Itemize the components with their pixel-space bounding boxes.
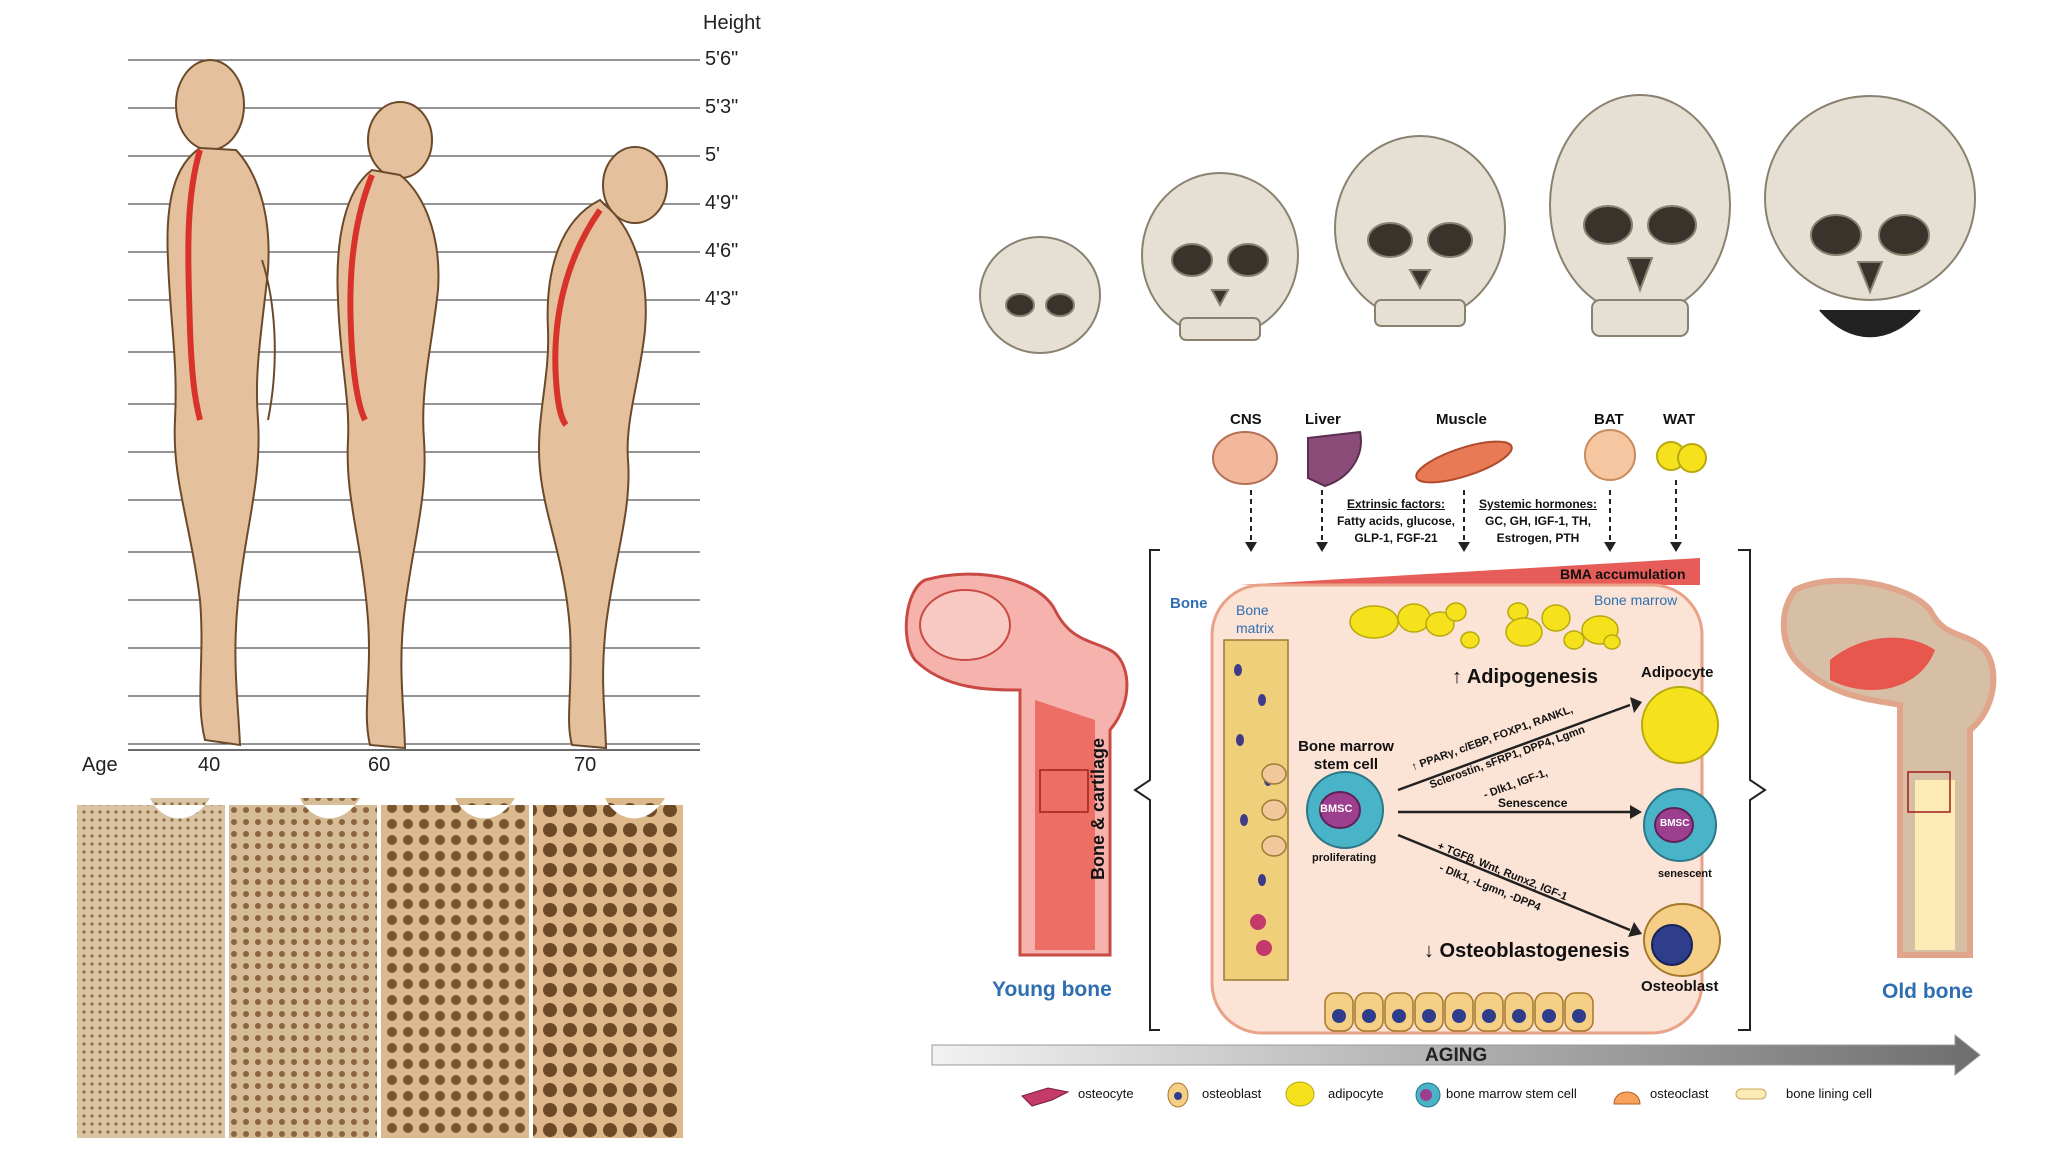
adipocyte-cell xyxy=(1641,686,1719,764)
height-tick-5-6: 5'6" xyxy=(705,48,739,70)
figure-age-40 xyxy=(166,59,276,747)
height-tick-4-3: 4'3" xyxy=(705,288,739,310)
legend-osteoclast-label: osteoclast xyxy=(1650,1086,1709,1101)
bone-panel-3 xyxy=(381,798,529,1138)
spine-60 xyxy=(347,173,375,422)
osteoblast-label: Osteoblast xyxy=(1641,978,1719,995)
differentiation-arrows xyxy=(1397,703,1631,932)
height-axis-title: Height xyxy=(703,12,761,34)
factor-arrows xyxy=(1250,480,1677,545)
bone-matrix-label-1: Bone xyxy=(1236,602,1269,618)
young-bone-label: Young bone xyxy=(992,978,1112,1001)
liver-icon xyxy=(1307,430,1362,488)
systemic-line2: Estrogen, PTH xyxy=(1496,531,1580,545)
brain-icon xyxy=(1212,431,1278,485)
skull-infant xyxy=(979,236,1101,354)
proliferating-label: proliferating xyxy=(1312,852,1377,864)
adipocyte-cluster xyxy=(1349,602,1621,650)
legend-osteoblast-label: osteoblast xyxy=(1202,1086,1262,1101)
skull-child xyxy=(1141,172,1299,341)
height-tick-5-0: 5' xyxy=(705,144,720,166)
legend-adipocyte-label: adipocyte xyxy=(1328,1086,1384,1101)
bone-panel-1 xyxy=(77,798,225,1138)
bmsc-title-2: stem cell xyxy=(1313,756,1379,773)
bmsc-title-1: Bone marrow xyxy=(1298,738,1394,755)
age-40-label: 40 xyxy=(198,754,221,776)
height-tick-4-6: 4'6" xyxy=(705,240,739,262)
bone-marrow-label: Bone marrow xyxy=(1594,592,1678,608)
extrinsic-title: Extrinsic factors: xyxy=(1346,497,1446,511)
young-bone-drawing xyxy=(904,572,1129,957)
systemic-line1: GC, GH, IGF-1, TH, xyxy=(1484,514,1591,528)
aging-label: AGING xyxy=(1425,1045,1488,1066)
muscle-icon xyxy=(1415,440,1513,484)
bma-wedge xyxy=(1240,558,1700,585)
extrinsic-line1: Fatty acids, glucose, xyxy=(1336,514,1456,528)
bone-panel-4 xyxy=(533,798,683,1138)
bone-label: Bone xyxy=(1170,595,1208,612)
bone-matrix-label-2: matrix xyxy=(1236,620,1275,636)
adipocyte-label: Adipocyte xyxy=(1641,664,1714,681)
skull-adult xyxy=(1549,94,1731,337)
left-bracket xyxy=(1133,549,1160,1031)
organ-cns-label: CNS xyxy=(1230,411,1262,428)
legend-icons xyxy=(1021,1081,1767,1108)
bmsc-cell-label: BMSC xyxy=(1320,803,1353,815)
systemic-title: Systemic hormones: xyxy=(1478,497,1598,511)
organ-wat-label: WAT xyxy=(1663,411,1696,428)
height-tick-4-9: 4'9" xyxy=(705,192,739,214)
senescence-label: Senescence xyxy=(1498,796,1568,810)
legend-lining-cell-label: bone lining cell xyxy=(1786,1086,1873,1101)
height-tick-5-3: 5'3" xyxy=(705,96,739,118)
spine-70 xyxy=(552,208,603,427)
old-bone-label: Old bone xyxy=(1882,980,1973,1003)
age-60-label: 60 xyxy=(368,754,391,776)
organ-bat-label: BAT xyxy=(1594,411,1624,428)
bma-label: BMA accumulation xyxy=(1560,566,1686,582)
old-bone-drawing xyxy=(1780,577,1997,958)
figure-age-70 xyxy=(537,146,668,750)
spine-40 xyxy=(185,149,203,421)
legend-bmsc-label: bone marrow stem cell xyxy=(1446,1086,1577,1101)
organ-muscle-label: Muscle xyxy=(1436,411,1487,428)
age-70-label: 70 xyxy=(574,754,597,776)
legend-osteocyte-label: osteocyte xyxy=(1078,1086,1134,1101)
bone-panel-2 xyxy=(229,798,377,1138)
bone-cartilage-label: Bone & cartilage xyxy=(1088,737,1108,880)
right-bracket xyxy=(1738,549,1767,1031)
senescent-label: senescent xyxy=(1658,868,1712,880)
extrinsic-line2: GLP-1, FGF-21 xyxy=(1354,531,1438,545)
adipogenesis-label: ↑ Adipogenesis xyxy=(1452,666,1598,688)
age-axis-title: Age xyxy=(82,754,118,776)
matrix-osteocytes xyxy=(1234,664,1272,886)
osteoblastogenesis-label: ↓ Osteoblastogenesis xyxy=(1424,940,1630,962)
figure-age-60 xyxy=(336,101,440,750)
aging-arrow xyxy=(931,1033,1981,1077)
organ-liver-label: Liver xyxy=(1305,411,1341,428)
bmsc-senescent-cell-label: BMSC xyxy=(1660,818,1690,829)
skull-adolescent xyxy=(1334,135,1506,327)
skull-elderly xyxy=(1764,95,1976,338)
bat-icon xyxy=(1584,429,1636,481)
